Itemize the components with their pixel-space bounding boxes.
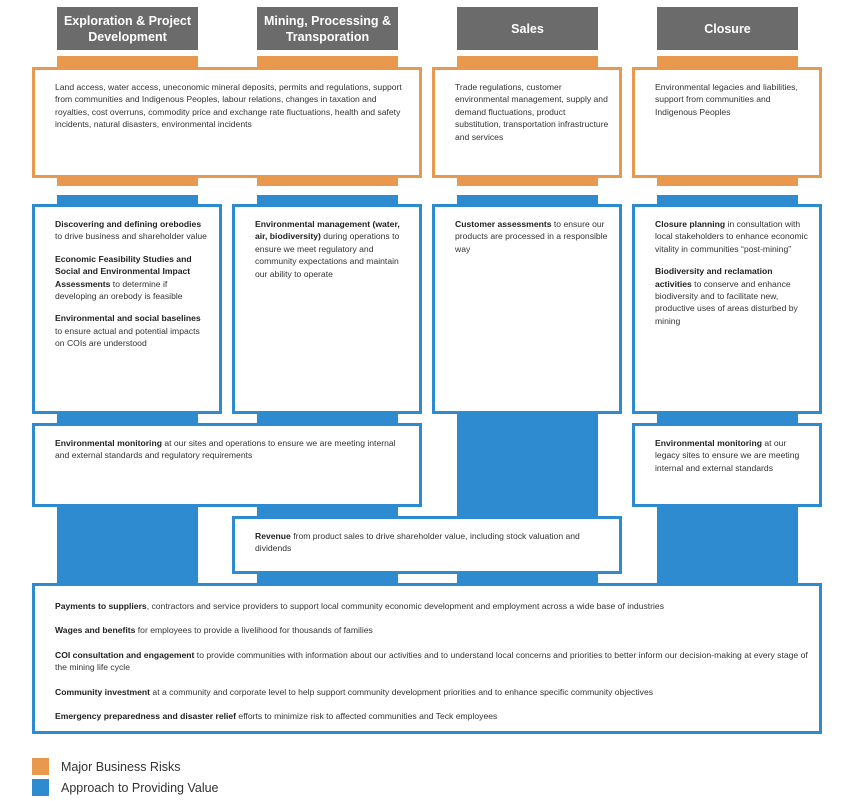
value-entry: Environmental monitoring at our sites an… [55, 437, 409, 462]
entry-heading: Community investment [55, 686, 151, 697]
risk-box-closure: Environmental legacies and liabilities, … [632, 67, 822, 178]
entry-text: to ensure actual and potential impacts o… [55, 325, 200, 349]
stage-header-sales: Sales [457, 7, 598, 50]
legend-label: Major Business Risks [61, 759, 181, 774]
entry-text: at our sites and operations to ensure we… [55, 438, 396, 461]
value-entry: Customer assessments to ensure our produ… [455, 218, 609, 255]
entry-text: at a community and corporate level to he… [150, 686, 654, 697]
value-entry: Payments to suppliers, contractors and s… [55, 600, 809, 612]
entry-heading: Environmental management (water, air, bi… [255, 219, 400, 242]
entry-text: to provide communities with information … [55, 649, 808, 673]
entry-heading: Environmental and social baselines [55, 313, 201, 324]
entry-text: , contractors and service providers to s… [146, 601, 665, 611]
value-entry: Economic Feasibility Studies and Social … [55, 253, 209, 303]
value-entry: COI consultation and engagement to provi… [55, 649, 809, 674]
risk-text: Trade regulations, customer environmenta… [455, 82, 609, 142]
entry-text: to conserve and enhance biodiversity and… [655, 278, 798, 326]
entry-heading: Customer assessments [455, 219, 552, 229]
value-box-all-stages: Payments to suppliers, contractors and s… [32, 583, 822, 734]
stage-header-exploration: Exploration & Project Development [57, 7, 198, 50]
value-entry: Environmental monitoring at our legacy s… [655, 437, 809, 474]
entry-text: during operations to ensure we meet regu… [255, 231, 400, 279]
value-box-closure: Closure planning in consultation with lo… [632, 204, 822, 414]
risk-text: Land access, water access, uneconomic mi… [55, 82, 402, 130]
legend-swatch-blue [32, 779, 49, 796]
value-entry: Emergency preparedness and disaster reli… [55, 710, 809, 722]
stage-header-mining: Mining, Processing & Transporation [257, 7, 398, 50]
value-entry: Revenue from product sales to drive shar… [255, 530, 609, 555]
entry-heading: Economic Feasibility Studies and Social … [55, 253, 192, 289]
entry-heading: Emergency preparedness and disaster reli… [55, 711, 237, 722]
value-box-sales: Customer assessments to ensure our produ… [432, 204, 622, 414]
stage-title: Mining, Processing & Transporation [263, 13, 392, 44]
legend-item-value: Approach to Providing Value [32, 779, 432, 796]
entry-text: from product sales to drive shareholder … [255, 531, 580, 554]
risk-box-sales: Trade regulations, customer environmenta… [432, 67, 622, 178]
entry-heading: Biodiversity and reclamation activities [655, 266, 773, 289]
value-box-monitoring-operations: Environmental monitoring at our sites an… [32, 423, 422, 507]
value-box-revenue: Revenue from product sales to drive shar… [232, 516, 622, 574]
entry-heading: Environmental monitoring [55, 438, 162, 448]
entry-heading: Wages and benefits [55, 625, 136, 636]
entry-heading: Discovering and defining orebodies [55, 219, 202, 229]
legend-label: Approach to Providing Value [61, 780, 219, 795]
entry-heading: COI consultation and engagement [55, 649, 195, 660]
entry-text: to ensure our products are processed in … [455, 219, 608, 254]
stage-title: Closure [704, 21, 751, 36]
legend-item-risks: Major Business Risks [32, 758, 432, 775]
entry-heading: Payments to suppliers [55, 601, 147, 611]
entry-heading: Closure planning [655, 219, 726, 229]
value-box-monitoring-legacy: Environmental monitoring at our legacy s… [632, 423, 822, 507]
stage-title: Exploration & Project Development [63, 13, 192, 44]
value-entry: Biodiversity and reclamation activities … [655, 265, 809, 327]
value-entry: Environmental management (water, air, bi… [255, 218, 409, 280]
value-entry: Closure planning in consultation with lo… [655, 218, 809, 255]
value-box-exploration: Discovering and defining orebodies to dr… [32, 204, 222, 414]
entry-text: in consultation with local stakeholders … [655, 219, 808, 254]
value-entry: Wages and benefits for employees to prov… [55, 624, 809, 636]
entry-text: for employees to provide a livelihood fo… [135, 625, 373, 636]
risk-text: Environmental legacies and liabilities, … [655, 82, 798, 117]
value-box-mining: Environmental management (water, air, bi… [232, 204, 422, 414]
value-entry: Environmental and social baselines to en… [55, 312, 209, 349]
entry-heading: Environmental monitoring [655, 438, 762, 448]
entry-text: to determine if developing an orebody is… [55, 278, 183, 302]
value-entry: Discovering and defining orebodies to dr… [55, 218, 209, 243]
legend-swatch-orange [32, 758, 49, 775]
entry-text: efforts to minimize risk to affected com… [236, 711, 498, 722]
entry-text: to drive business and shareholder value [55, 231, 207, 242]
legend: Major Business Risks Approach to Providi… [32, 758, 432, 798]
entry-text: at our legacy sites to ensure we are mee… [655, 438, 800, 473]
entry-heading: Revenue [255, 531, 291, 541]
stage-header-closure: Closure [657, 7, 798, 50]
stage-title: Sales [511, 21, 544, 36]
value-entry: Community investment at a community and … [55, 686, 809, 698]
risk-box-exploration-mining: Land access, water access, uneconomic mi… [32, 67, 422, 178]
